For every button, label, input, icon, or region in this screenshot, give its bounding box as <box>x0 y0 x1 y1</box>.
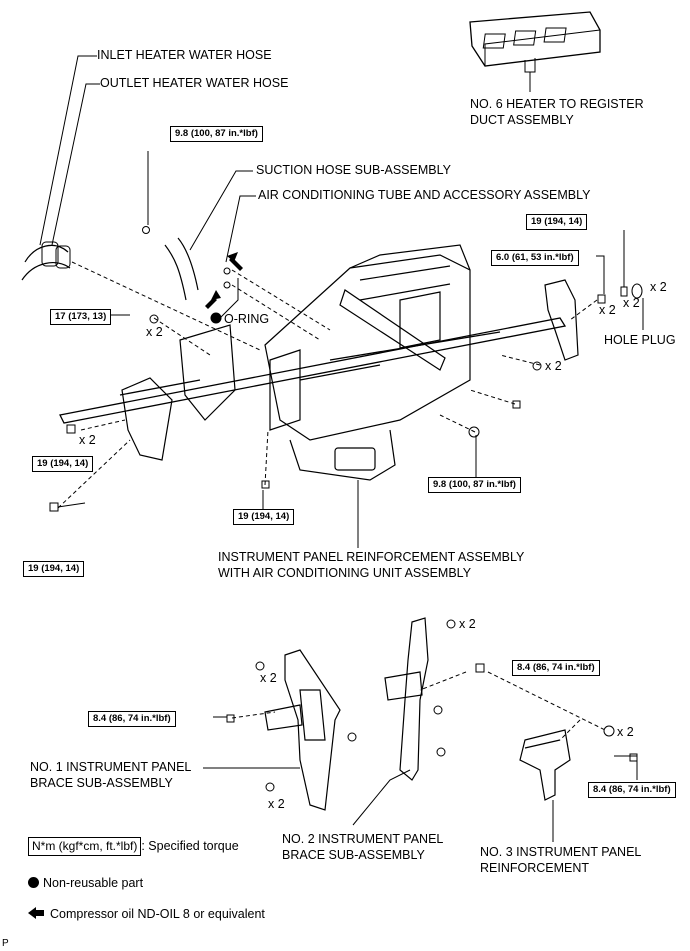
leader-o-ring <box>219 278 239 319</box>
o-ring-marker <box>210 312 222 324</box>
torque-box-19-bottom: 19 (194, 14) <box>23 561 85 577</box>
label-no6-duct-2: DUCT ASSEMBLY <box>470 113 574 127</box>
legend-oil: Compressor oil ND-OIL 8 or equivalent <box>28 907 265 922</box>
oil-arrow-icon <box>28 907 36 919</box>
label-reinforcement-2: WITH AIR CONDITIONING UNIT ASSEMBLY <box>218 566 472 580</box>
torque-box-84-right: 8.4 (86, 74 in.*lbf) <box>512 660 600 676</box>
qty-brace1-bottom: x 2 <box>268 797 285 811</box>
qty-19-left: x 2 <box>79 433 96 447</box>
brace2-drawing <box>384 617 429 781</box>
legend-oil-text: Compressor oil ND-OIL 8 or equivalent <box>50 907 265 921</box>
hose-connector-2 <box>55 245 71 269</box>
legend-torque-text: : Specified torque <box>141 839 239 853</box>
no3-drawing <box>519 729 571 801</box>
qty-17: x 2 <box>146 325 163 339</box>
ac-unit-drawing <box>264 244 471 481</box>
label-brace1-1: NO. 1 INSTRUMENT PANEL <box>30 760 192 774</box>
right-bracket <box>544 279 579 361</box>
hose-stub-2 <box>21 262 71 281</box>
left-bracket <box>121 377 173 461</box>
brace2-nut <box>446 619 456 629</box>
legend-torque: N*m (kgf*cm, ft.*lbf): Specified torque <box>28 837 239 856</box>
nonreusable-dot-icon <box>28 877 39 888</box>
qty-hole-plug: x 2 <box>650 280 667 294</box>
left-upper-bracket <box>179 324 236 421</box>
leader-84-br <box>614 755 638 780</box>
diagonal-brace <box>339 289 446 371</box>
leader-inlet-hose <box>39 55 97 246</box>
no6-duct-drawing <box>469 11 601 92</box>
reinforcement-beam <box>59 317 567 424</box>
label-reinforcement-1: INSTRUMENT PANEL REINFORCEMENT ASSEMBLY <box>218 550 525 564</box>
torque-box-98-top: 9.8 (100, 87 in.*lbf) <box>170 126 263 142</box>
legend-torque-box: N*m (kgf*cm, ft.*lbf) <box>28 837 142 856</box>
label-no6-duct-1: NO. 6 HEATER TO REGISTER <box>470 97 644 111</box>
torque-box-60: 6.0 (61, 53 in.*lbf) <box>491 250 579 266</box>
label-no3-1: NO. 3 INSTRUMENT PANEL <box>480 845 642 859</box>
brace2-nut-2 <box>433 705 443 715</box>
qty-brace1-nut: x 2 <box>260 671 277 685</box>
torque-box-84-left: 8.4 (86, 74 in.*lbf) <box>88 711 176 727</box>
label-no3-2: REINFORCEMENT <box>480 861 590 875</box>
torque-box-98-mid: 9.8 (100, 87 in.*lbf) <box>428 477 521 493</box>
label-brace1-2: BRACE SUB-ASSEMBLY <box>30 776 173 790</box>
qty-60: x 2 <box>599 303 616 317</box>
qty-nut-right: x 2 <box>545 359 562 373</box>
no3-nut <box>603 725 615 737</box>
leader-brace2 <box>352 769 411 826</box>
suction-pipe-2 <box>177 237 199 291</box>
brace2-nut-3 <box>436 747 446 757</box>
bolt-98 <box>142 226 150 234</box>
brace1-bolt <box>226 714 235 723</box>
torque-box-19-left: 19 (194, 14) <box>32 456 94 472</box>
label-brace2-2: BRACE SUB-ASSEMBLY <box>282 848 425 862</box>
label-inlet-hose: INLET HEATER WATER HOSE <box>97 48 272 62</box>
label-brace2-1: NO. 2 INSTRUMENT PANEL <box>282 832 444 846</box>
fasteners <box>49 230 644 512</box>
brace1-drawing <box>264 649 341 811</box>
torque-box-17: 17 (173, 13) <box>50 309 112 325</box>
hose-connector-1 <box>41 241 59 267</box>
qty-brace2-nut: x 2 <box>459 617 476 631</box>
no3-bolt <box>629 753 638 762</box>
label-outlet-hose: OUTLET HEATER WATER HOSE <box>100 76 289 90</box>
corner-mark: P <box>2 938 9 949</box>
label-suction-hose: SUCTION HOSE SUB-ASSEMBLY <box>256 163 451 177</box>
legend-nonreusable-text: Non-reusable part <box>43 876 144 890</box>
leader-suction-hose <box>189 170 253 251</box>
o-ring-2 <box>223 281 231 289</box>
leader-outlet-hose <box>51 83 100 246</box>
o-ring-1 <box>223 267 231 275</box>
leader-ac-tube <box>225 195 256 263</box>
qty-19-right: x 2 <box>623 296 640 310</box>
legend-nonreusable: Non-reusable part <box>28 876 143 891</box>
torque-box-84-bottom-right: 8.4 (86, 74 in.*lbf) <box>588 782 676 798</box>
brace1-nut-2 <box>347 732 357 742</box>
brace1-nut-3 <box>265 782 275 792</box>
torque-box-19-right: 19 (194, 14) <box>526 214 588 230</box>
oil-arrows <box>205 252 243 309</box>
dashed-leaders <box>57 261 606 741</box>
torque-box-19-center: 19 (194, 14) <box>233 509 295 525</box>
label-ac-tube: AIR CONDITIONING TUBE AND ACCESSORY ASSE… <box>258 188 591 202</box>
label-o-ring: O-RING <box>224 312 270 326</box>
brace2-bolt <box>475 663 485 673</box>
hose-stub-1 <box>24 244 69 263</box>
suction-pipe-1 <box>164 244 187 301</box>
label-hole-plug: HOLE PLUG <box>604 333 676 347</box>
qty-no3-nut: x 2 <box>617 725 634 739</box>
brace1-nut <box>255 661 265 671</box>
